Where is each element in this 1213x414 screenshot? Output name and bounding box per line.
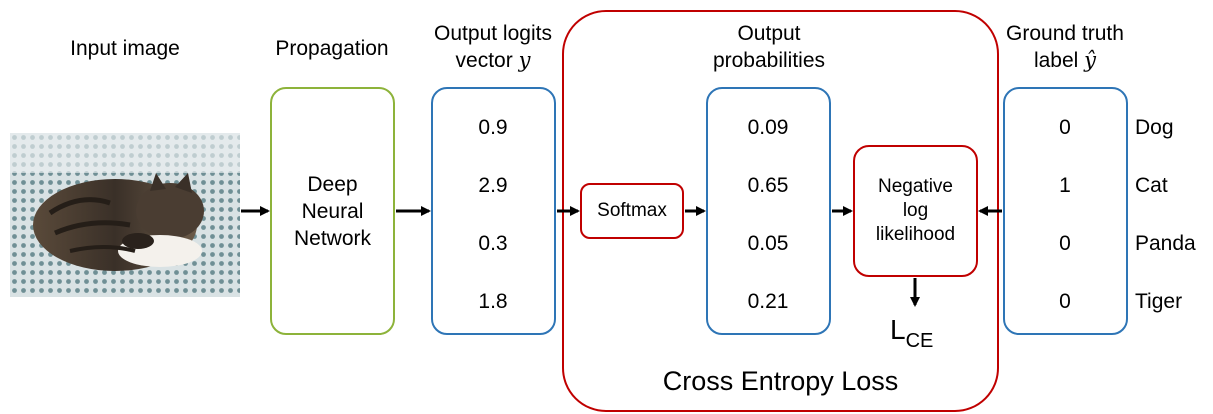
- network-line2: Neural: [301, 199, 364, 223]
- ground-truth-value: 0: [1059, 116, 1071, 139]
- header-input-image: Input image: [70, 37, 180, 60]
- probability-value: 0.09: [747, 116, 789, 139]
- header-probs-line1: Output: [737, 22, 801, 45]
- header-output-logits-vector: vector: [455, 49, 513, 72]
- ground-truth-value: 0: [1059, 290, 1071, 313]
- header-ground-truth: Ground truth label ŷ: [990, 20, 1140, 74]
- header-ground-label: label: [1033, 49, 1079, 72]
- logit-value: 1.8: [478, 290, 508, 313]
- nll-line3: likelihood: [875, 224, 956, 245]
- header-ground-line2: label ŷ: [990, 47, 1140, 74]
- logit-value: 0.3: [478, 232, 508, 255]
- deep-neural-network-box: Deep Neural Network: [270, 87, 395, 335]
- logits-vector-box: 0.9 2.9 0.3 1.8: [431, 87, 556, 335]
- nll-line2: log: [902, 200, 929, 221]
- cross-entropy-label: Cross Entropy Loss: [662, 366, 899, 396]
- loss-label-subscript: CE: [905, 330, 934, 352]
- ground-truth-value: 1: [1059, 174, 1071, 197]
- loss-label-main: L: [890, 314, 906, 345]
- header-probs-line2: probabilities: [712, 49, 826, 72]
- probability-value: 0.05: [747, 232, 789, 255]
- nll-line1: Negative: [878, 176, 953, 197]
- ground-truth-variable: ŷ: [1084, 48, 1097, 72]
- class-label: Cat: [1135, 174, 1168, 197]
- header-output-logits-line2: vector y: [410, 47, 576, 74]
- softmax-label: Softmax: [597, 200, 667, 221]
- header-output-probabilities: Output probabilities: [686, 20, 852, 74]
- logit-value: 2.9: [478, 174, 508, 197]
- header-output-logits-line1: Output logits: [434, 22, 552, 45]
- logit-value: 0.9: [478, 116, 508, 139]
- network-line1: Deep: [307, 172, 358, 196]
- header-propagation: Propagation: [275, 37, 389, 60]
- cat-head: [136, 183, 204, 239]
- logits-variable: y: [518, 48, 531, 72]
- probability-value: 0.65: [747, 174, 789, 197]
- network-line3: Network: [293, 226, 372, 250]
- input-image: [10, 133, 240, 297]
- negative-log-likelihood-box: Negative log likelihood: [853, 145, 978, 277]
- loss-label: LCE: [890, 314, 934, 352]
- header-ground-line1: Ground truth: [1006, 22, 1124, 45]
- softmax-box: Softmax: [580, 183, 684, 239]
- ground-truth-box: 0 1 0 0: [1003, 87, 1128, 335]
- ground-truth-value: 0: [1059, 232, 1071, 255]
- probability-value: 0.21: [747, 290, 789, 313]
- probabilities-box: 0.09 0.65 0.05 0.21: [706, 87, 831, 335]
- class-label: Dog: [1135, 116, 1174, 139]
- class-label: Tiger: [1135, 290, 1183, 313]
- header-output-logits: Output logits vector y: [410, 20, 576, 74]
- class-label: Panda: [1135, 232, 1196, 255]
